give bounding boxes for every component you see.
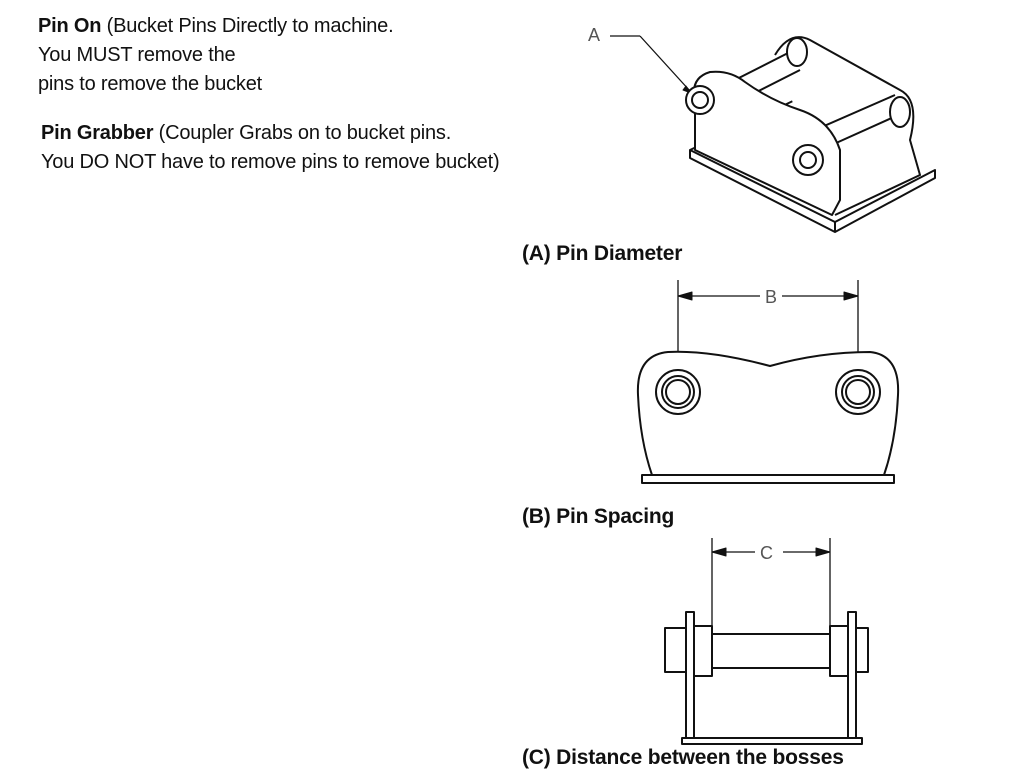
figure-a-caption: (A) Pin Diameter	[522, 242, 683, 265]
figure-c-label: C	[760, 543, 773, 563]
pin-grabber-line-2: You DO NOT have to remove pins to remove…	[41, 151, 500, 173]
pin-on-line-2: You MUST remove the	[38, 44, 236, 66]
pin-on-description: Pin On (Bucket Pins Directly to machine.…	[38, 12, 394, 99]
pin-on-line-3: pins to remove the bucket	[38, 73, 263, 95]
figure-b-label: B	[765, 287, 777, 307]
figure-c-caption: (C) Distance between the bosses	[522, 746, 844, 769]
pin-grabber-title: Pin Grabber	[41, 122, 154, 144]
pin-on-title: Pin On	[38, 15, 102, 37]
pin-grabber-line-1: Pin Grabber (Coupler Grabs on to bucket …	[41, 122, 452, 144]
figure-b-caption: (B) Pin Spacing	[522, 505, 675, 528]
figure-a-label: A	[588, 25, 600, 45]
pin-grabber-description: Pin Grabber (Coupler Grabs on to bucket …	[41, 119, 500, 177]
pin-on-line-1: Pin On (Bucket Pins Directly to machine.	[38, 15, 394, 37]
